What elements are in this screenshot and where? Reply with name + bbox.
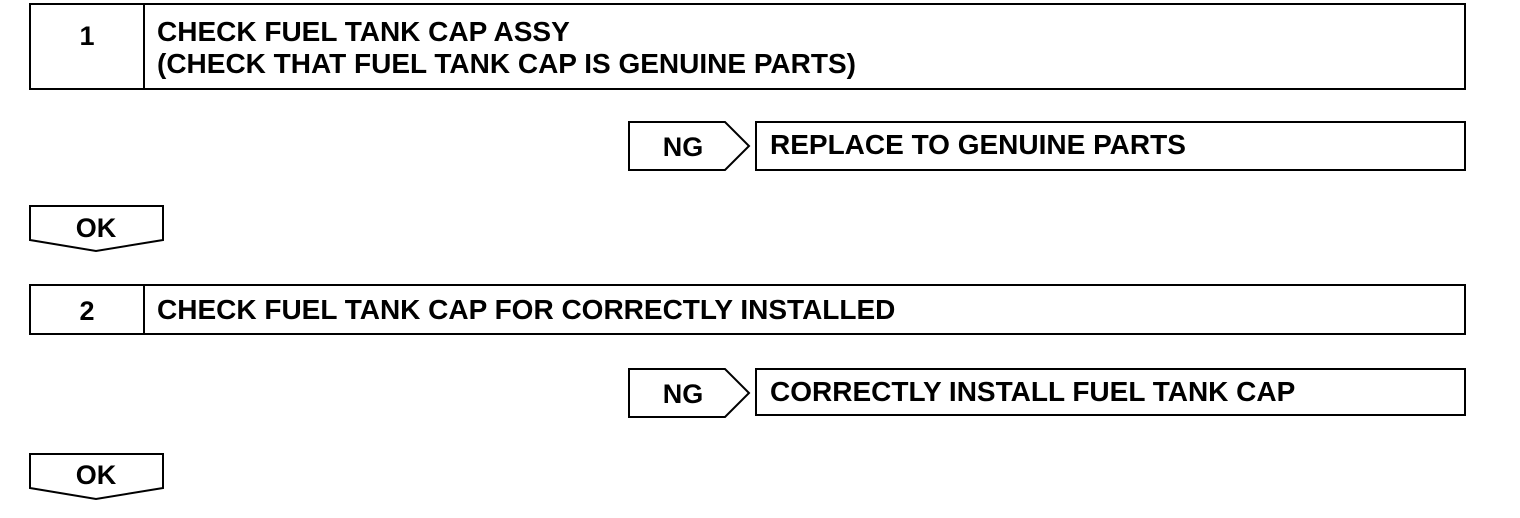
- step-1-line-1: CHECK FUEL TANK CAP ASSY: [157, 16, 570, 47]
- step-2-ng-action-box: CORRECTLY INSTALL FUEL TANK CAP: [755, 368, 1466, 416]
- step-2-ng-arrow: [628, 368, 751, 418]
- step-2-ok-arrow: [29, 453, 164, 501]
- step-1-ng-label: NG: [662, 132, 704, 162]
- step-1-text: CHECK FUEL TANK CAP ASSY (CHECK THAT FUE…: [157, 16, 856, 80]
- step-2-line-1: CHECK FUEL TANK CAP FOR CORRECTLY INSTAL…: [157, 294, 896, 325]
- step-2-text: CHECK FUEL TANK CAP FOR CORRECTLY INSTAL…: [157, 294, 895, 326]
- step-2-box: 2 CHECK FUEL TANK CAP FOR CORRECTLY INST…: [29, 284, 1466, 335]
- step-1-number: 1: [31, 5, 145, 88]
- step-1-ng-action-box: REPLACE TO GENUINE PARTS: [755, 121, 1466, 171]
- step-1-box: 1 CHECK FUEL TANK CAP ASSY (CHECK THAT F…: [29, 3, 1466, 90]
- step-2-ok-label: OK: [75, 460, 117, 490]
- step-1-line-2: (CHECK THAT FUEL TANK CAP IS GENUINE PAR…: [157, 48, 856, 79]
- step-1-ok-label: OK: [75, 213, 117, 243]
- step-2-number: 2: [31, 286, 145, 333]
- step-2-ng-action: CORRECTLY INSTALL FUEL TANK CAP: [770, 376, 1296, 407]
- step-1-ng-arrow: [628, 121, 751, 171]
- step-1-ok-arrow: [29, 205, 164, 253]
- step-2-ng-label: NG: [662, 379, 704, 409]
- step-1-ng-action: REPLACE TO GENUINE PARTS: [770, 129, 1186, 160]
